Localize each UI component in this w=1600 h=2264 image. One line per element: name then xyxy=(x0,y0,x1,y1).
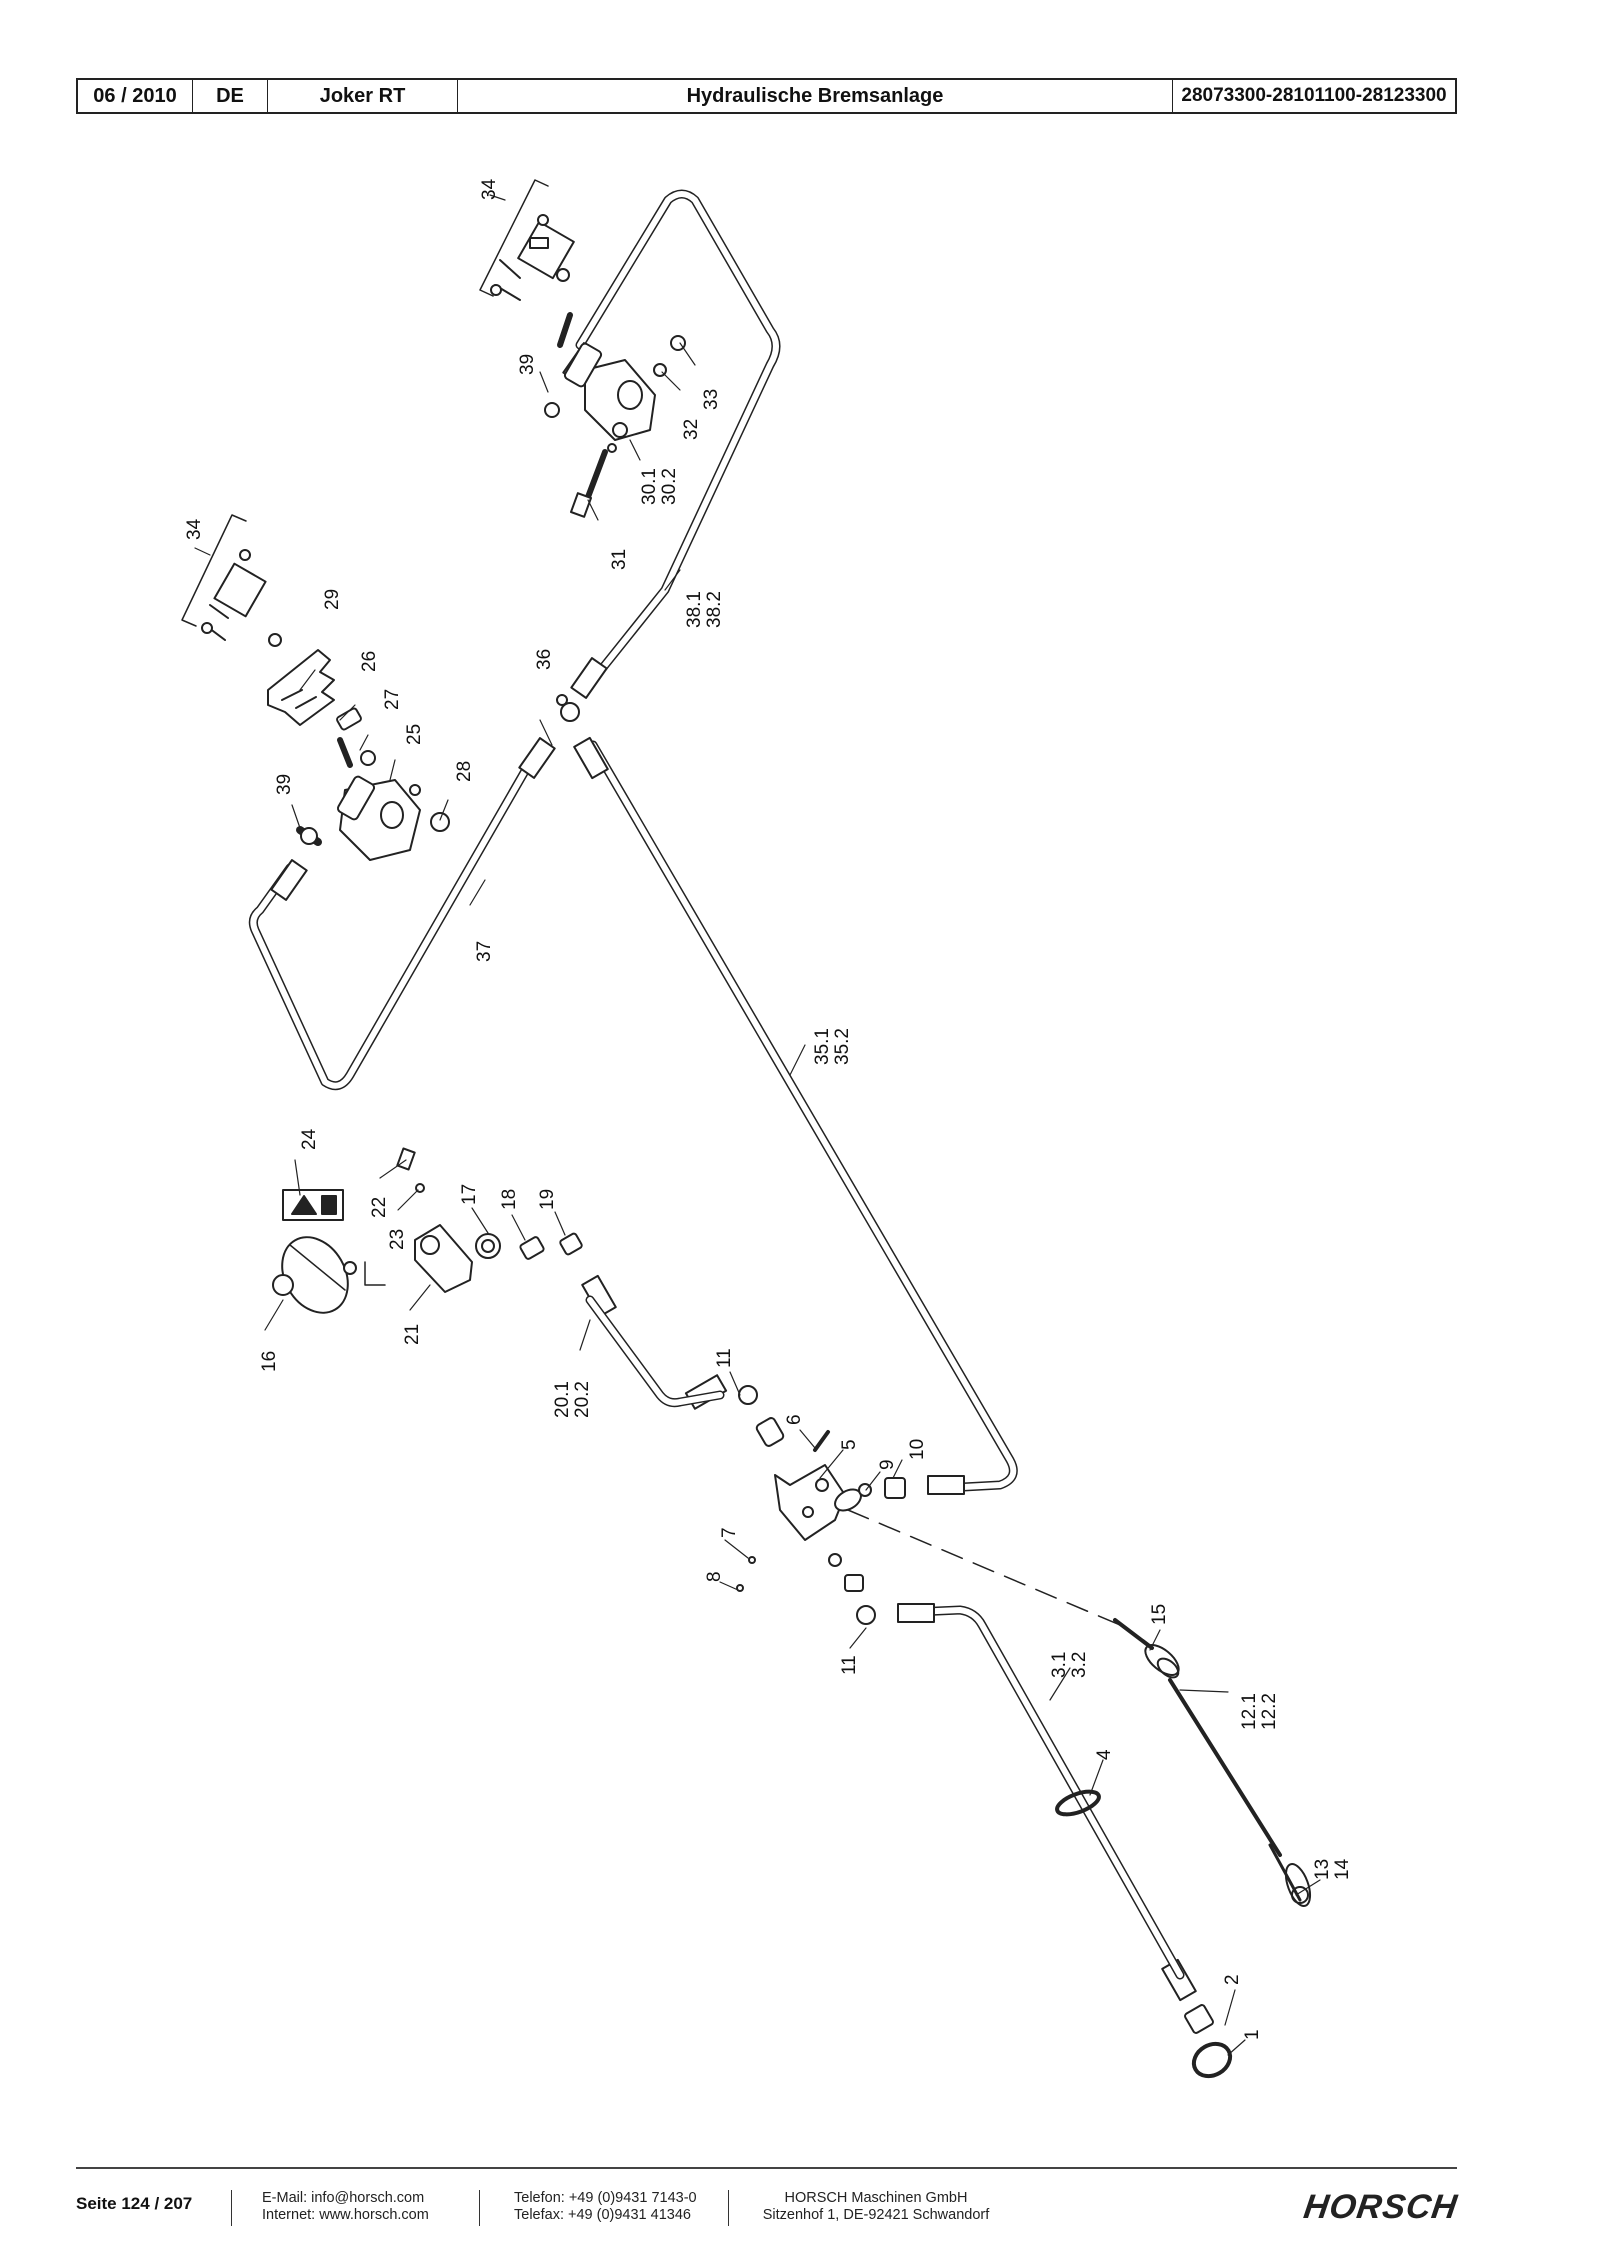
callout-33: 33 xyxy=(701,389,722,410)
callout-29: 29 xyxy=(322,589,343,610)
brake-line-38 xyxy=(575,189,781,695)
callout-13: 13 xyxy=(1312,1859,1333,1880)
callout-16: 16 xyxy=(259,1351,280,1372)
brake-line-37 xyxy=(248,740,545,1091)
footer-contact-phone: Telefon: +49 (0)9431 7143-0 Telefax: +49… xyxy=(514,2190,697,2224)
callout-25: 25 xyxy=(404,724,425,745)
upper-brake-cylinder-assembly xyxy=(479,179,686,518)
callout-2: 2 xyxy=(1222,1974,1243,1985)
callout-39-left: 39 xyxy=(274,774,295,795)
callout-3-2: 3.2 xyxy=(1069,1652,1090,1678)
hose-holder-4 xyxy=(1055,1789,1101,1817)
footer-separator xyxy=(728,2190,729,2226)
header-language: DE xyxy=(193,80,268,112)
header-title: Hydraulische Bremsanlage xyxy=(458,80,1173,112)
tee-fitting-36 xyxy=(556,694,580,722)
callout-5: 5 xyxy=(839,1439,860,1450)
brake-line-35 xyxy=(588,740,1018,1493)
coupling-1-2 xyxy=(1184,2004,1233,2079)
brake-line-3 xyxy=(897,1603,1185,1980)
page-footer: Seite 124 / 207 E-Mail: info@horsch.com … xyxy=(76,2188,1460,2234)
callout-20-2: 20.2 xyxy=(572,1381,593,1418)
callout-21: 21 xyxy=(402,1324,423,1345)
callout-17: 17 xyxy=(459,1184,480,1205)
callout-12-2: 12.2 xyxy=(1259,1693,1280,1730)
footer-internet: Internet: www.horsch.com xyxy=(262,2207,429,2223)
callout-14: 14 xyxy=(1332,1858,1353,1880)
callout-30-1: 30.1 xyxy=(639,468,660,505)
callout-34-upper: 34 xyxy=(479,178,500,200)
valve-block-5-assembly xyxy=(736,1385,906,1625)
callout-leaders xyxy=(194,194,1321,2056)
callout-6: 6 xyxy=(784,1414,805,1425)
callout-34-left: 34 xyxy=(184,518,205,540)
callout-38-2: 38.2 xyxy=(704,591,725,628)
footer-address: Sitzenhof 1, DE-92421 Schwandorf xyxy=(762,2207,990,2223)
callout-32: 32 xyxy=(681,419,702,440)
breakaway-cable-assembly xyxy=(847,1509,1312,1907)
footer-phone: Telefon: +49 (0)9431 7143-0 xyxy=(514,2190,697,2206)
callout-7: 7 xyxy=(719,1527,740,1538)
callout-39-upper: 39 xyxy=(517,354,538,375)
callout-15: 15 xyxy=(1149,1604,1170,1625)
callout-3-1: 3.1 xyxy=(1049,1652,1070,1678)
callout-1: 1 xyxy=(1242,2029,1263,2040)
callout-labels: 1 2 3.1 3.2 4 5 6 7 8 9 10 11 11 12.1 12… xyxy=(184,178,1353,2040)
footer-fax: Telefax: +49 (0)9431 41346 xyxy=(514,2207,691,2223)
callout-38-1: 38.1 xyxy=(684,591,705,628)
header-article-numbers: 28073300-28101100-28123300 xyxy=(1181,85,1447,106)
callout-35-1: 35.1 xyxy=(812,1028,833,1065)
callout-28: 28 xyxy=(454,761,475,782)
header-model: Joker RT xyxy=(268,80,458,112)
callout-20-1: 20.1 xyxy=(552,1381,573,1418)
accumulator-16-assembly xyxy=(272,1147,583,1314)
callout-31: 31 xyxy=(609,549,630,570)
callout-30-2: 30.2 xyxy=(659,468,680,505)
callout-37: 37 xyxy=(474,941,495,962)
footer-rule xyxy=(76,2167,1457,2169)
footer-email: E-Mail: info@horsch.com xyxy=(262,2190,425,2206)
footer-company-block: HORSCH Maschinen GmbH Sitzenhof 1, DE-92… xyxy=(761,2190,991,2224)
warning-sticker-24 xyxy=(282,1189,344,1221)
horsch-logo: HORSCH xyxy=(1301,2188,1460,2226)
callout-36: 36 xyxy=(534,649,555,670)
callout-11-upper: 11 xyxy=(714,1348,735,1368)
callout-11-lower: 11 xyxy=(839,1655,860,1675)
header-table: 06 / 2010 DE Joker RT Hydraulische Brems… xyxy=(76,78,1457,114)
callout-4: 4 xyxy=(1094,1749,1115,1760)
callout-9: 9 xyxy=(877,1459,898,1470)
callout-24: 24 xyxy=(299,1128,320,1150)
callout-12-1: 12.1 xyxy=(1239,1693,1260,1730)
callout-10: 10 xyxy=(907,1439,928,1460)
footer-contact-web: E-Mail: info@horsch.com Internet: www.ho… xyxy=(262,2190,429,2224)
page-number: Seite 124 / 207 xyxy=(76,2194,193,2213)
footer-separator xyxy=(479,2190,480,2226)
callout-18: 18 xyxy=(499,1189,520,1210)
header-date: 06 / 2010 xyxy=(78,80,193,112)
callout-26: 26 xyxy=(359,651,380,672)
callout-35-2: 35.2 xyxy=(832,1028,853,1065)
brake-line-20 xyxy=(585,1295,725,1408)
callout-19: 19 xyxy=(537,1189,558,1210)
callout-23: 23 xyxy=(387,1229,408,1250)
callout-22: 22 xyxy=(369,1197,390,1218)
callout-27: 27 xyxy=(382,689,403,710)
callout-8: 8 xyxy=(704,1571,725,1582)
footer-separator xyxy=(231,2190,232,2226)
left-brake-cylinder-assembly xyxy=(181,514,450,861)
footer-company: HORSCH Maschinen GmbH xyxy=(784,2190,968,2206)
